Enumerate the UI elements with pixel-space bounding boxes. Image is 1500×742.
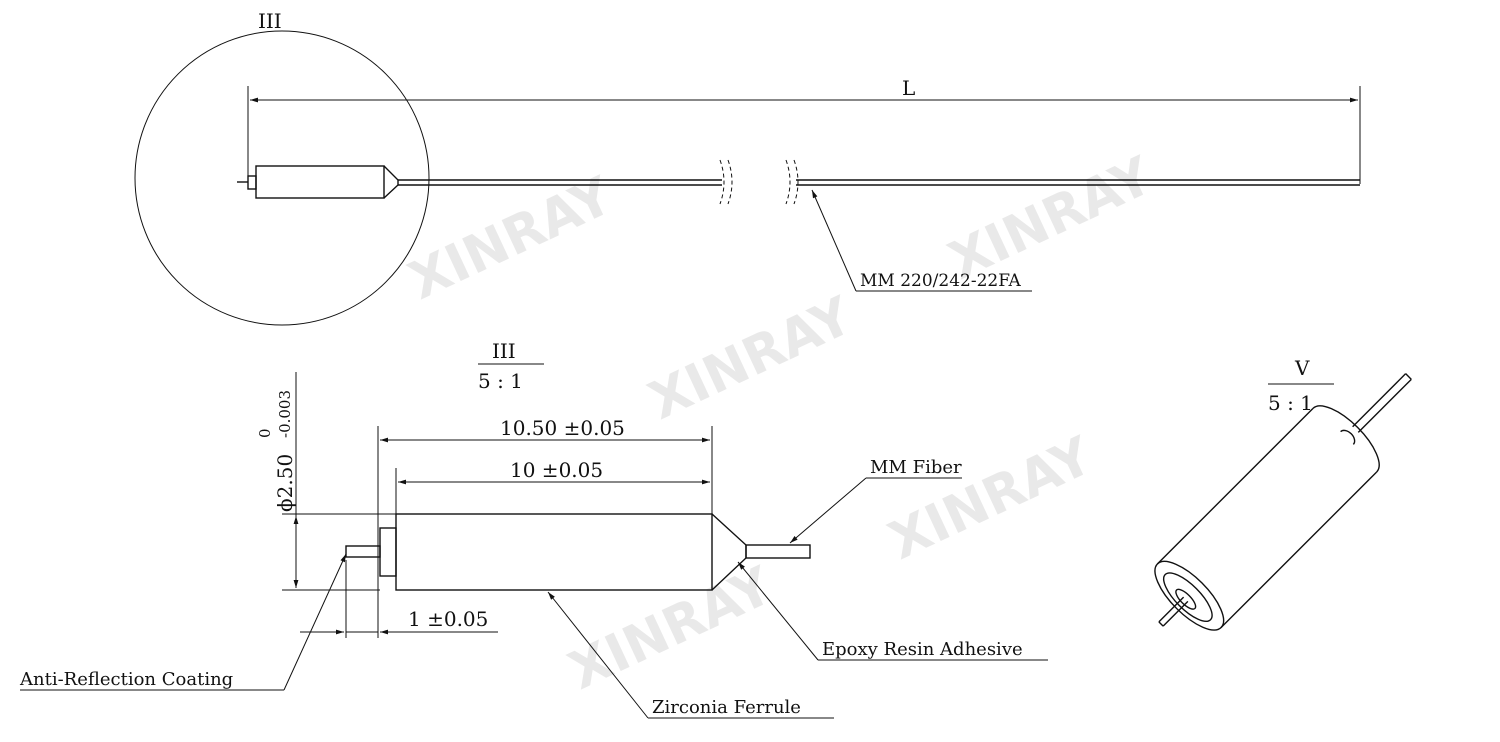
ferrule-small	[255, 165, 385, 199]
detail-scale: 5 : 1	[478, 369, 523, 393]
mm-fiber-leader	[789, 477, 867, 544]
iso-epoxy	[1340, 429, 1356, 445]
break-mark-4	[793, 159, 799, 205]
iso-front-chamfer	[1163, 572, 1213, 622]
iso-front-face	[1154, 560, 1225, 631]
iso-fiber-end	[1405, 373, 1412, 380]
ar-coating-label: Anti-Reflection Coating	[19, 669, 233, 690]
coating-small	[247, 175, 257, 190]
zirconia-label: Zirconia Ferrule	[652, 697, 801, 718]
iso-pin-top	[1158, 596, 1185, 623]
iso-pin-bottom	[1162, 600, 1189, 627]
ar-coating-pin	[345, 545, 381, 558]
iso-front-step	[1175, 588, 1197, 610]
detail-circle	[134, 30, 430, 326]
zirconia-ferrule-body	[395, 513, 713, 591]
watermark-text-1: XINRAY	[400, 166, 622, 312]
iso-fiber-bottom	[1357, 378, 1412, 433]
diameter-tol-upper-group: 0	[256, 428, 274, 438]
iso-back-edge	[1312, 405, 1380, 473]
diameter-tol-lower-group: -0.003	[276, 390, 294, 438]
ar-coating-leader	[283, 553, 347, 691]
detail-ref-label: III	[258, 9, 282, 33]
iso-cylinder	[1154, 373, 1412, 631]
epoxy-cone-small	[383, 165, 399, 199]
watermark-text-2: XINRAY	[640, 286, 862, 432]
detail-title: III	[492, 339, 516, 363]
fiber-type-label: MM 220/242-22FA	[860, 271, 1022, 291]
coating-length-label: 1 ±0.05	[408, 607, 488, 631]
break-mark-2	[727, 159, 733, 205]
watermark-text-3: XINRAY	[880, 426, 1102, 572]
watermark-text-4: XINRAY	[940, 146, 1162, 292]
ferrule-length-label: 10 ±0.05	[510, 458, 603, 482]
mm-fiber-label: MM Fiber	[870, 457, 962, 478]
overall-length-label: 10.50 ±0.05	[500, 416, 625, 440]
iso-body-bottom	[1220, 471, 1378, 629]
overview-view: III L MM 220/242-22FA	[134, 9, 1361, 326]
diameter-tol-lower: -0.003	[276, 390, 294, 438]
break-mark-1	[719, 159, 725, 205]
epoxy-label: Epoxy Resin Adhesive	[822, 639, 1023, 660]
fiber-type-leader	[811, 189, 857, 292]
isometric-view-v: V 5 : 1	[1154, 356, 1412, 631]
watermark-text-5: XINRAY	[560, 556, 782, 702]
iso-title: V	[1294, 356, 1310, 380]
iso-pin-end	[1158, 621, 1164, 627]
iso-body-top	[1156, 407, 1314, 565]
zirconia-leader	[547, 591, 649, 719]
diameter-label: ϕ2.50	[273, 454, 297, 512]
epoxy-leader	[737, 561, 819, 661]
detail-view-iii: III 5 : 1 10.50 ±0.05 10 ±0.05 ϕ2.50 0	[19, 339, 1048, 719]
ferrule-end-step	[379, 527, 397, 577]
iso-scale: 5 : 1	[1268, 391, 1313, 415]
length-label: L	[902, 76, 915, 100]
mm-fiber	[745, 544, 811, 559]
diameter-tol-upper: 0	[256, 428, 274, 438]
iso-fiber-top	[1352, 373, 1407, 428]
break-mark-3	[785, 159, 791, 205]
diameter-label-group: ϕ2.50	[273, 454, 297, 512]
